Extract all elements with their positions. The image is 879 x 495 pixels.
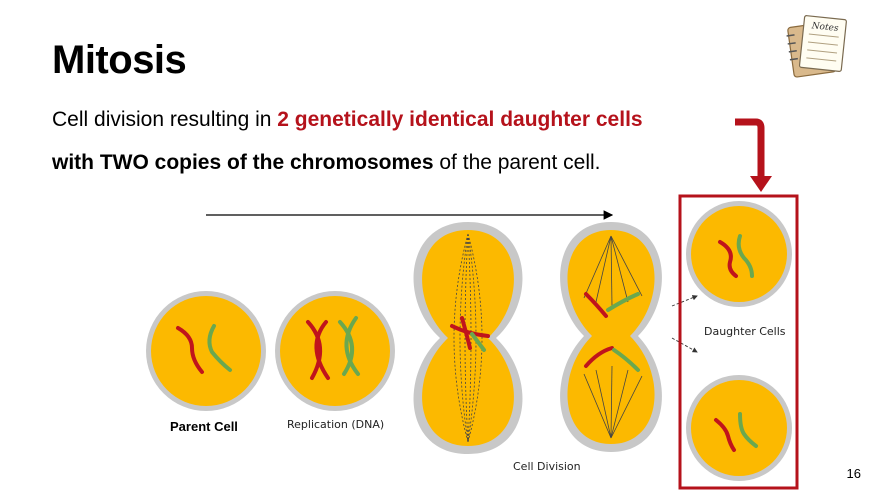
line1-plain: Cell division resulting in — [52, 108, 278, 131]
daughter-cell-bottom — [686, 375, 792, 481]
line1-highlight: 2 genetically identical daughter cells — [277, 108, 643, 131]
anaphase-cell — [560, 222, 662, 452]
daughter-cells-label: Daughter Cells — [704, 325, 786, 338]
cell-division-label: Cell Division — [513, 460, 581, 473]
replication-cell — [275, 291, 395, 411]
bent-arrow-icon — [735, 118, 772, 192]
line2-bold: with TWO copies of the chromosomes — [52, 151, 434, 174]
svg-text:Notes: Notes — [810, 21, 839, 34]
slide-title: Mitosis — [52, 38, 187, 82]
replication-label: Replication (DNA) — [287, 418, 385, 431]
definition-line-1: Cell division resulting in 2 genetically… — [52, 108, 643, 132]
daughter-cell-top — [686, 201, 792, 307]
notes-icon: Notes — [786, 15, 847, 78]
page-number: 16 — [846, 466, 861, 481]
parent-cell-label: Parent Cell — [170, 419, 238, 434]
line2-plain: of the parent cell. — [433, 151, 601, 174]
metaphase-cell — [413, 222, 523, 454]
parent-cell — [146, 291, 266, 411]
daughter-cells-frame — [678, 194, 799, 490]
definition-line-2: with TWO copies of the chromosomes of th… — [52, 151, 600, 175]
